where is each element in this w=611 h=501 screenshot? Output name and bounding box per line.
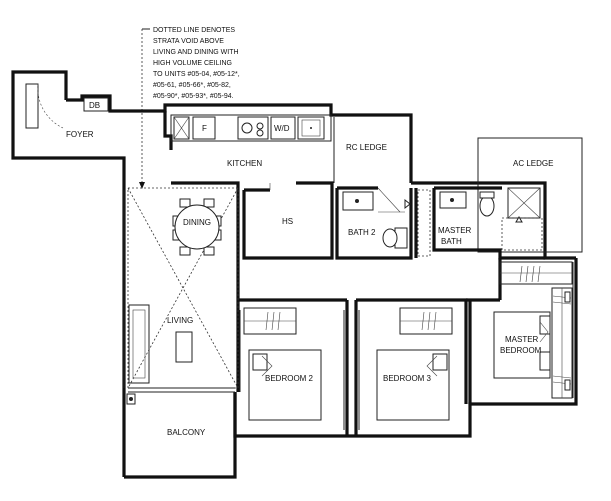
hob-burner-2-icon [256,122,264,130]
ac-ledge: AC LEDGE [477,137,583,253]
note-line-7: #05-90*, #05-93*, #05-94. [153,93,234,100]
dining-label: DINING [183,218,211,227]
bedroom-2: BEDROOM 2 [243,307,322,421]
hs-label: HS [282,217,293,226]
note-line-6: #05-61, #05-66*, #05-82, [153,82,231,89]
master-side-wardrobe [551,287,573,399]
coffee-table [175,331,193,363]
master-bath: MASTER BATH [438,187,543,251]
windows [123,190,574,430]
note-arrowhead [139,182,145,189]
sofa [128,304,150,384]
living: LIVING [128,304,193,384]
master-wardrobe [499,261,573,285]
rc-ledge-label: RC LEDGE [346,143,387,152]
note-line-4: HIGH VOLUME CEILING [153,60,232,67]
entry-door-swing [37,83,64,129]
sink [297,116,325,140]
living-label: LIVING [167,316,193,325]
kitchen-label: KITCHEN [227,159,262,168]
ac-ledge-label: AC LEDGE [513,159,553,168]
entry-door [25,83,64,129]
master-bath-toilet [479,195,495,217]
entry-door-leaf [25,83,39,129]
hob-burner-1-icon [241,122,253,134]
interior-walls [171,181,545,436]
master-bedroom-label-1: MASTER [505,335,539,344]
master-bath-label-1: MASTER [438,226,472,235]
fridge-label: F [202,124,207,133]
bath2: BATH 2 [342,187,411,249]
kitchen: F W/D KITCHEN [170,114,332,168]
ac-ledge-outline [477,137,583,253]
dining-set: DINING [172,198,222,256]
balcony-sliding-door [126,387,235,405]
note-line-5: TO UNITS #05-04, #05-12*, [153,71,240,78]
master-bed: MASTER BEDROOM [493,311,551,379]
note-line-3: LIVING AND DINING WITH [153,49,239,56]
shower-step [501,217,543,251]
bath2-label: BATH 2 [348,228,376,237]
kitchen-counter [170,114,332,142]
dining-table [174,204,220,250]
service-duct [417,189,431,257]
bedroom3-label: BEDROOM 3 [383,374,432,383]
bath2-toilet [382,228,398,248]
bedroom-3: BEDROOM 3 [376,307,453,421]
balcony-label: BALCONY [167,428,206,437]
bath2-basin [342,191,374,211]
bedroom2-label: BEDROOM 2 [265,374,314,383]
fridge [192,116,216,140]
note-line-2: STRATA VOID ABOVE [153,38,224,45]
hob-burner-3-icon [256,129,264,137]
master-bath-basin [439,191,467,209]
strata-void-note: DOTTED LINE DENOTES STRATA VOID ABOVE LI… [139,27,240,189]
db-cabinet [83,97,109,112]
washer-dryer [270,116,296,140]
master-bath-label-2: BATH [441,237,462,246]
db-label: DB [89,101,100,110]
master-bedroom-label-2: BEDROOM [500,346,542,355]
washer-dryer-label: W/D [274,124,290,133]
note-line-1: DOTTED LINE DENOTES [153,27,235,34]
rc-ledge: RC LEDGE [333,117,387,183]
hob [237,116,269,140]
foyer-label: FOYER [66,130,94,139]
